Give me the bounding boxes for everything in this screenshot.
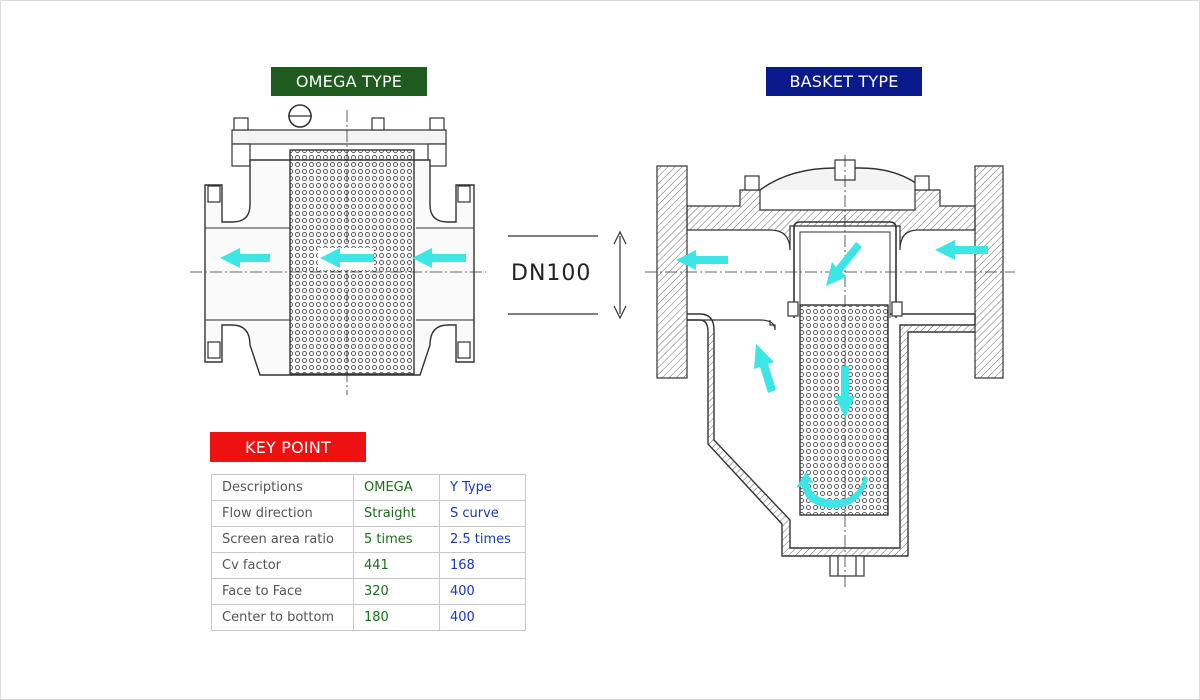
omega-type-text: OMEGA TYPE bbox=[295, 72, 403, 91]
table-header-row: Descriptions OMEGA Y Type bbox=[211, 474, 526, 501]
row-y-type: S curve bbox=[439, 500, 526, 527]
row-omega: 180 bbox=[353, 604, 440, 631]
omega-cover bbox=[231, 129, 447, 145]
basket-top-wall bbox=[686, 189, 976, 251]
key-point-table: Descriptions OMEGA Y Type Flow direction… bbox=[211, 474, 526, 631]
row-desc: Cv factor bbox=[211, 552, 354, 579]
header-y-type: Y Type bbox=[439, 474, 526, 501]
row-omega: 320 bbox=[353, 578, 440, 605]
table-row: Flow direction Straight S curve bbox=[211, 500, 526, 527]
key-point-label: KEY POINT bbox=[210, 432, 366, 462]
basket-arrow-up bbox=[754, 344, 776, 393]
basket-arrow-inlet bbox=[935, 240, 988, 260]
row-omega: 5 times bbox=[353, 526, 440, 553]
basket-arrow-outlet bbox=[676, 250, 728, 270]
row-omega: 441 bbox=[353, 552, 440, 579]
row-desc: Flow direction bbox=[211, 500, 354, 527]
row-desc: Face to Face bbox=[211, 578, 354, 605]
table-row: Face to Face 320 400 bbox=[211, 578, 526, 605]
omega-arrow-inlet bbox=[412, 248, 466, 268]
row-y-type: 400 bbox=[439, 578, 526, 605]
omega-arrow-screen bbox=[320, 248, 374, 268]
row-y-type: 168 bbox=[439, 552, 526, 579]
key-point-text: KEY POINT bbox=[245, 437, 331, 457]
omega-bolt-left bbox=[233, 117, 249, 131]
basket-arrow-curve bbox=[796, 472, 868, 508]
table-row: Center to bottom 180 400 bbox=[211, 604, 526, 631]
omega-type-label: OMEGA TYPE bbox=[271, 67, 427, 96]
row-desc: Screen area ratio bbox=[211, 526, 354, 553]
omega-bolt-mid bbox=[371, 117, 385, 131]
row-omega: Straight bbox=[353, 500, 440, 527]
row-y-type: 400 bbox=[439, 604, 526, 631]
basket-arrow-down bbox=[835, 366, 855, 418]
basket-strainer-drawing bbox=[645, 155, 1015, 590]
row-y-type: 2.5 times bbox=[439, 526, 526, 553]
header-descriptions: Descriptions bbox=[211, 474, 354, 501]
omega-arrow-outlet bbox=[220, 248, 270, 268]
basket-type-text: BASKET TYPE bbox=[789, 72, 899, 91]
omega-bolt-right bbox=[429, 117, 445, 131]
omega-flow-arrows bbox=[220, 248, 466, 268]
header-omega: OMEGA bbox=[353, 474, 440, 501]
dn100-dimension bbox=[508, 230, 627, 320]
row-desc: Center to bottom bbox=[211, 604, 354, 631]
basket-arrow-down-diagonal bbox=[826, 242, 862, 286]
basket-flow-arrows bbox=[676, 240, 988, 508]
table-row: Cv factor 441 168 bbox=[211, 552, 526, 579]
table-row: Screen area ratio 5 times 2.5 times bbox=[211, 526, 526, 553]
basket-type-label: BASKET TYPE bbox=[766, 67, 922, 96]
basket-drain-plug bbox=[829, 555, 865, 577]
dn100-label: DN100 bbox=[511, 261, 592, 286]
